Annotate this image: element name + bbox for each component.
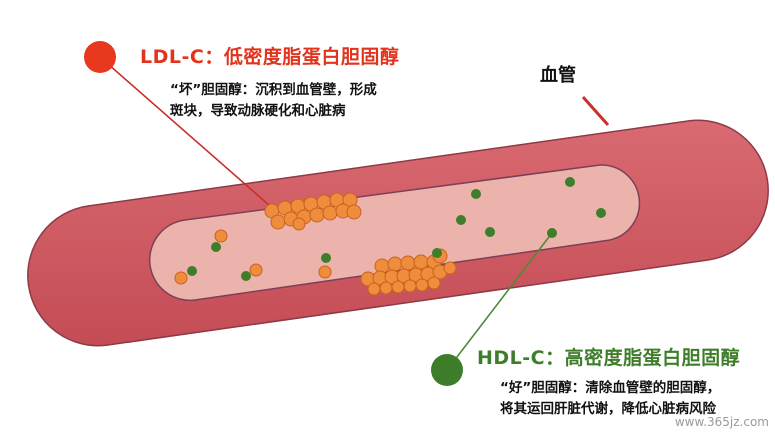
vessel-label: 血管 [540, 65, 576, 86]
ldl-description: “坏”胆固醇：沉积到血管壁，形成 斑块，导致动脉硬化和心脏病 [170, 80, 377, 122]
hdl-marker-icon [431, 354, 463, 386]
vessel-pointer-line [581, 96, 610, 126]
ldl-desc-line1: “坏”胆固醇：沉积到血管壁，形成 [170, 82, 377, 98]
ldl-connector-line [99, 56, 271, 207]
ldl-particle [174, 229, 332, 285]
ldl-plaque-cluster [360, 248, 457, 296]
hdl-particle [187, 177, 606, 281]
hdl-connector-line [446, 232, 553, 371]
ldl-marker-icon [84, 41, 116, 73]
hdl-title: HDL-C：高密度脂蛋白胆固醇 [477, 347, 741, 369]
hdl-description: “好”胆固醇：清除血管壁的胆固醇， 将其运回肝脏代谢，降低心脏病风险 [500, 378, 720, 420]
hdl-desc-line2: 将其运回肝脏代谢，降低心脏病风险 [500, 401, 716, 417]
hdl-desc-line1: “好”胆固醇：清除血管壁的胆固醇， [500, 380, 721, 396]
ldl-title: LDL-C：低密度脂蛋白胆固醇 [140, 46, 400, 68]
ldl-plaque-cluster [264, 192, 362, 231]
ldl-desc-line2: 斑块，导致动脉硬化和心脏病 [170, 103, 346, 119]
watermark: www.365jz.com [674, 415, 769, 429]
vessel-lumen [148, 164, 641, 302]
